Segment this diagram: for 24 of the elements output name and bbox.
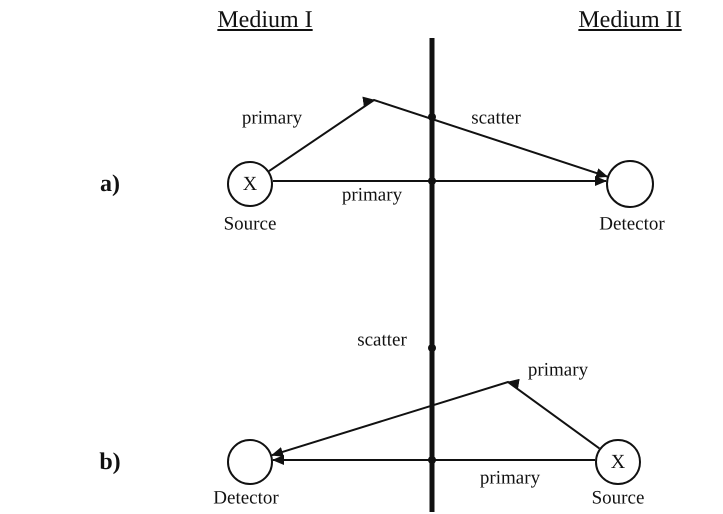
heading: Medium II — [578, 8, 682, 32]
ray-arrow — [268, 96, 608, 178]
source-circle — [227, 161, 273, 207]
ray-label: scatter — [471, 108, 521, 128]
ray-arrow — [272, 455, 595, 465]
node-caption: Source — [224, 214, 276, 234]
detector-circle — [227, 439, 273, 485]
node-caption: Detector — [599, 214, 665, 234]
ray-label: primary — [242, 108, 302, 128]
node-caption: Detector — [213, 488, 279, 508]
source-mark: X — [242, 172, 258, 196]
ray-label: scatter — [357, 330, 407, 350]
ray-arrow — [272, 379, 600, 456]
source-mark: X — [610, 450, 626, 474]
detector-circle — [606, 160, 654, 208]
edge-label: primary — [340, 186, 404, 204]
row-label: b) — [99, 450, 121, 474]
node-caption: Source — [592, 488, 644, 508]
ray-arrow — [273, 176, 607, 186]
row-label: a) — [100, 172, 120, 196]
source-circle — [595, 439, 641, 485]
heading: Medium I — [217, 8, 313, 32]
ray-label: primary — [528, 360, 588, 380]
edge-label: primary — [478, 468, 542, 488]
